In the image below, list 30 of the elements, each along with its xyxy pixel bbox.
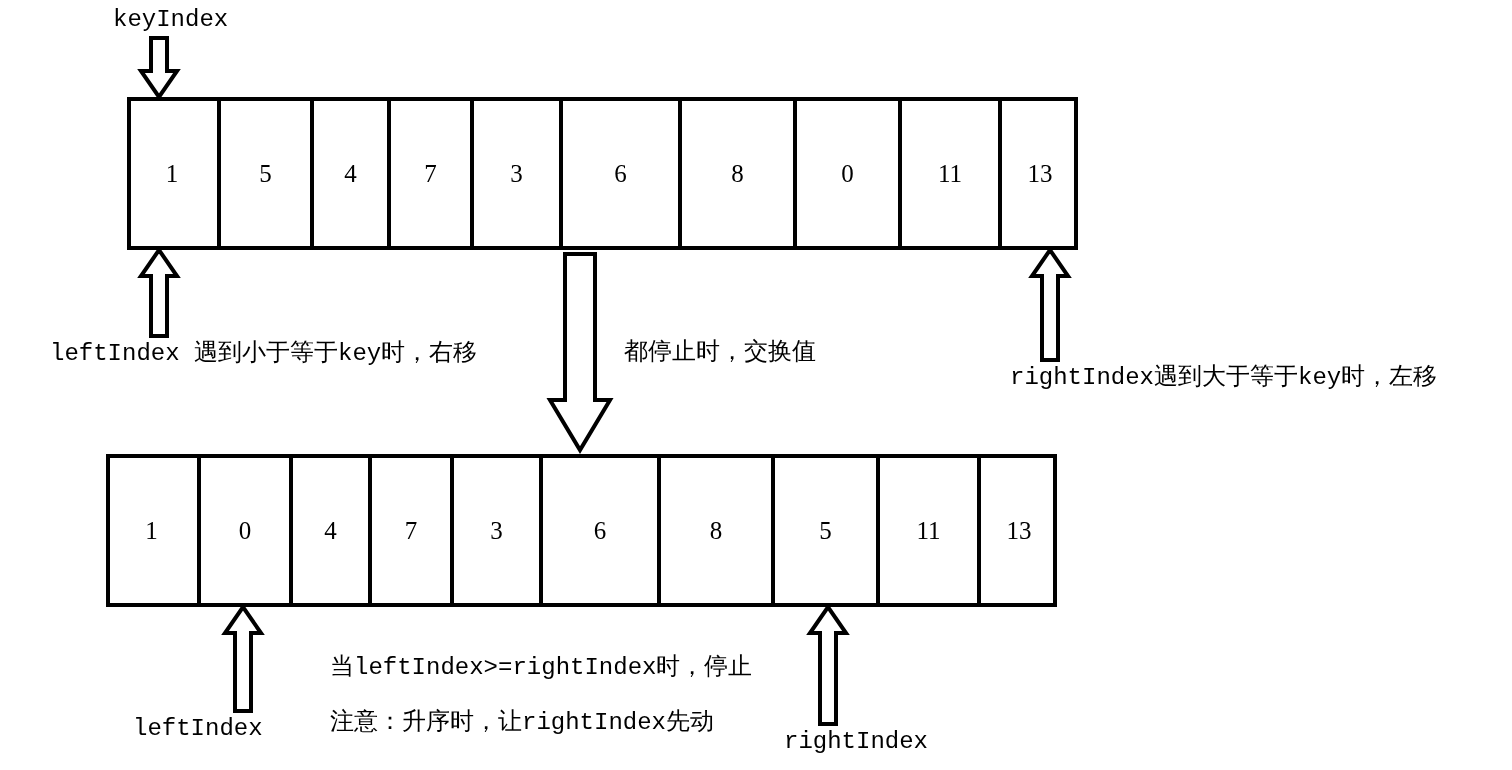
array-cell: 0 (797, 101, 902, 246)
array-cell: 4 (314, 101, 391, 246)
array-cell: 7 (372, 458, 454, 603)
array-cell: 13 (1002, 101, 1078, 246)
array-cell: 8 (661, 458, 775, 603)
array-cell: 0 (201, 458, 293, 603)
array-box (127, 97, 1078, 250)
array-cell: 6 (543, 458, 661, 603)
array-cell: 3 (474, 101, 563, 246)
array-cell: 6 (563, 101, 682, 246)
array-cell: 1 (106, 458, 201, 603)
array-cell: 11 (902, 101, 1002, 246)
array-cell: 5 (775, 458, 880, 603)
pointer-label: leftIndex (133, 715, 263, 743)
note-text: 当leftIndex>=rightIndex时，停止 (330, 654, 753, 682)
array-cell: 7 (391, 101, 474, 246)
array-cell: 4 (293, 458, 372, 603)
pointer-label: rightIndex遇到大于等于key时，左移 (1010, 364, 1438, 392)
array-cell: 8 (682, 101, 797, 246)
array-cell: 3 (454, 458, 543, 603)
array-cell: 13 (981, 458, 1057, 603)
pointer-label: rightIndex (784, 728, 929, 756)
array-cell: 5 (221, 101, 314, 246)
pointer-label: keyIndex (113, 6, 229, 34)
block-arrow (546, 252, 614, 454)
note-text: 注意：升序时，让rightIndex先动 (330, 709, 715, 737)
array-box (106, 454, 1057, 607)
array-cell: 1 (127, 101, 221, 246)
pointer-label: leftIndex 遇到小于等于key时，右移 (50, 340, 478, 368)
array-cell: 11 (880, 458, 981, 603)
